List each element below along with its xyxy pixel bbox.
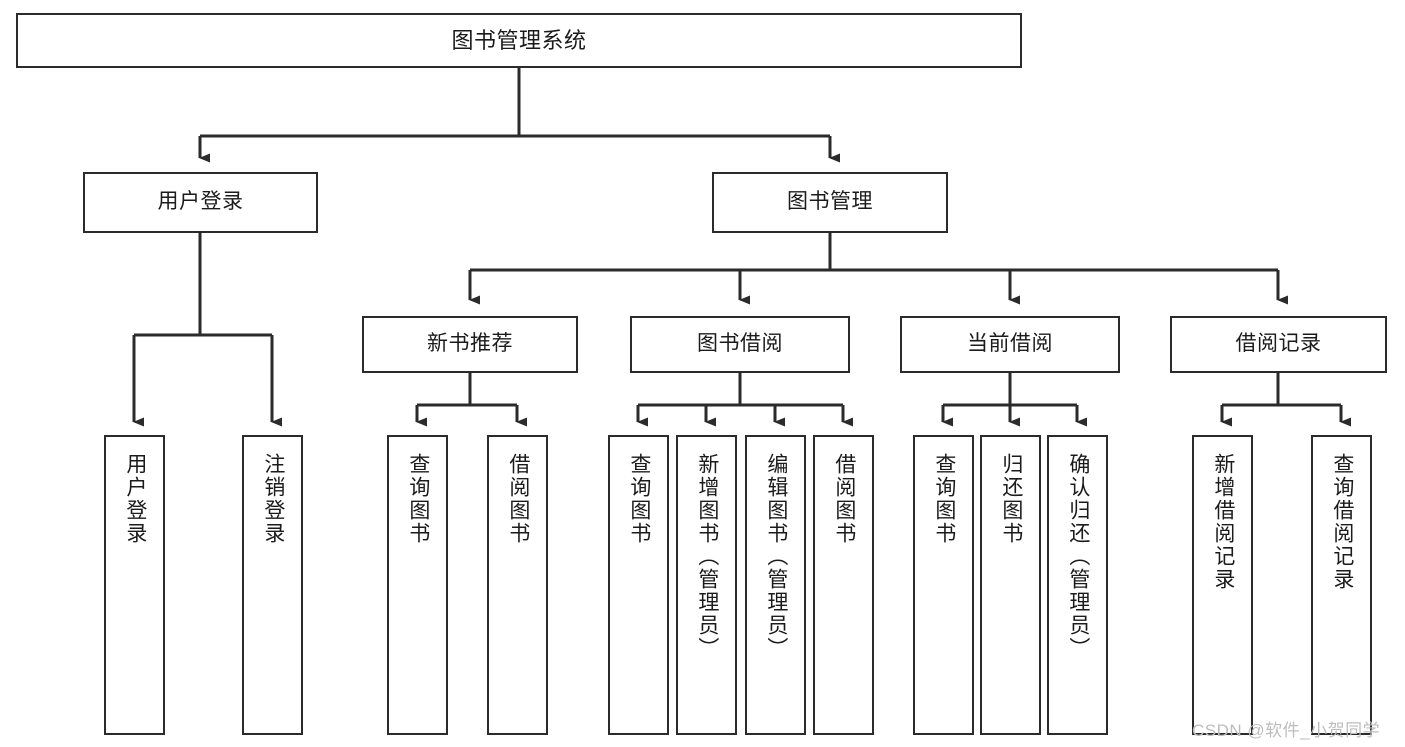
node-label: 新增借阅记录 <box>1211 453 1235 591</box>
node-book-management[interactable]: 图书管理 <box>712 172 948 233</box>
node-label: 编辑图书（管理员） <box>764 453 788 660</box>
node-leaf-user-login[interactable]: 用户登录 <box>104 435 165 735</box>
node-label: 借阅图书 <box>506 453 530 545</box>
node-leaf-add-borrow-record[interactable]: 新增借阅记录 <box>1192 435 1253 735</box>
node-user-login[interactable]: 用户登录 <box>83 172 318 233</box>
node-leaf-query-borrow-record[interactable]: 查询借阅记录 <box>1311 435 1372 735</box>
csdn-watermark: CSDN @软件_小贺同学 <box>1192 721 1381 740</box>
node-new-book-recommend[interactable]: 新书推荐 <box>362 316 578 373</box>
node-label: 查询借阅记录 <box>1330 453 1354 591</box>
node-label: 图书管理 <box>787 190 873 214</box>
node-leaf-logout[interactable]: 注销登录 <box>242 435 303 735</box>
node-leaf-query-book-current[interactable]: 查询图书 <box>913 435 974 735</box>
node-label: 确认归还（管理员） <box>1066 453 1090 660</box>
node-leaf-borrow-book-recommend[interactable]: 借阅图书 <box>487 435 548 735</box>
node-label: 查询图书 <box>627 453 651 545</box>
node-label: 用户登录 <box>157 190 244 214</box>
node-label: 用户登录 <box>123 453 147 545</box>
node-leaf-query-book-recommend[interactable]: 查询图书 <box>387 435 448 735</box>
node-book-borrow[interactable]: 图书借阅 <box>630 316 850 373</box>
node-leaf-confirm-return-admin[interactable]: 确认归还（管理员） <box>1047 435 1108 735</box>
node-label: 注销登录 <box>261 453 285 545</box>
node-leaf-borrow-book[interactable]: 借阅图书 <box>813 435 874 735</box>
node-leaf-edit-book-admin[interactable]: 编辑图书（管理员） <box>745 435 806 735</box>
node-label: 借阅图书 <box>832 453 856 545</box>
node-label: 新增图书（管理员） <box>695 453 719 660</box>
node-label: 当前借阅 <box>967 332 1053 356</box>
node-label: 查询图书 <box>406 453 430 545</box>
node-current-borrow[interactable]: 当前借阅 <box>900 316 1120 373</box>
node-leaf-add-book-admin[interactable]: 新增图书（管理员） <box>676 435 737 735</box>
node-label: 归还图书 <box>999 453 1023 545</box>
node-leaf-return-book[interactable]: 归还图书 <box>980 435 1041 735</box>
node-leaf-query-book-borrow[interactable]: 查询图书 <box>608 435 669 735</box>
node-label: 新书推荐 <box>427 332 513 356</box>
node-book-management-system[interactable]: 图书管理系统 <box>16 13 1022 68</box>
node-label: 查询图书 <box>932 453 956 545</box>
node-label: 借阅记录 <box>1235 332 1322 356</box>
node-label: 图书借阅 <box>697 332 783 356</box>
node-borrow-record[interactable]: 借阅记录 <box>1170 316 1387 373</box>
node-label: 图书管理系统 <box>451 27 587 53</box>
